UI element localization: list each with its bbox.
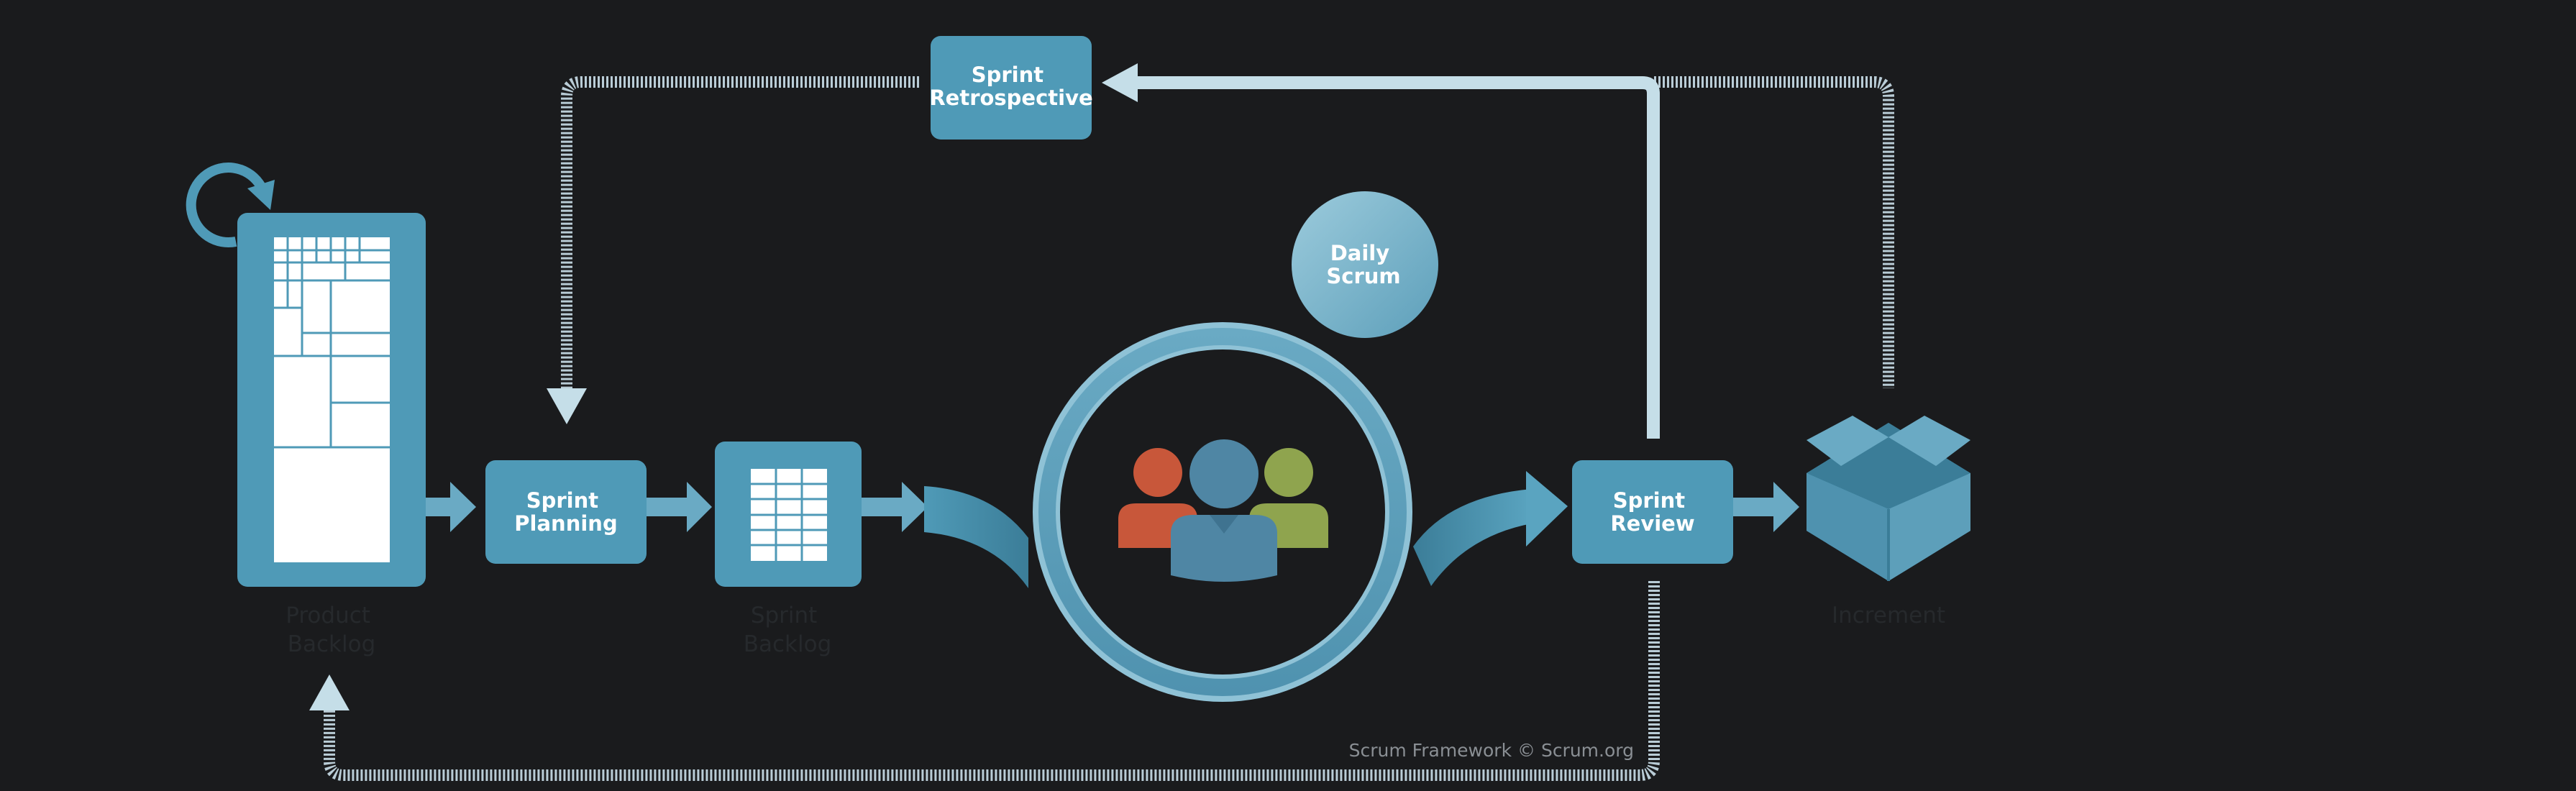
sprint-review-label-line2: Review (1610, 511, 1694, 536)
sprint-backlog-label-line2: Backlog (744, 631, 832, 657)
sprint-planning-box: Sprint Planning (485, 460, 647, 564)
sprint-backlog-to-sprint-arrow (862, 482, 928, 532)
sprint-review-box: Sprint Review (1572, 460, 1733, 564)
backlog-refinement-cycle-icon (186, 163, 275, 248)
planning-to-sprint-backlog-arrow (647, 482, 712, 532)
product-backlog-label-line1: Product (286, 603, 370, 628)
daily-scrum-label-line1: Daily (1330, 241, 1390, 265)
daily-scrum-label-line2: Scrum (1326, 264, 1400, 288)
copyright-credit: Scrum Framework © Scrum.org (1349, 740, 1634, 761)
svg-text:Sprint Planning: Sprint Planning (514, 488, 617, 536)
sprint-planning-label-line1: Sprint (526, 488, 599, 513)
sprint-backlog-icon (715, 442, 862, 587)
product-backlog-return-arrowhead (309, 675, 350, 710)
svg-text:Daily Scrum: Daily Scrum (1326, 241, 1400, 288)
sprint-planning-label-line2: Planning (514, 511, 617, 536)
increment-box-icon (1807, 416, 1970, 581)
sprint-retrospective-label-line1: Sprint (972, 63, 1044, 87)
sprint-retrospective-label-line2: Retrospective (929, 86, 1092, 110)
daily-scrum-circle: Daily Scrum (1292, 191, 1438, 338)
review-to-increment-arrow (1733, 482, 1799, 532)
svg-text:Sprint Review: Sprint Review (1610, 488, 1694, 536)
review-to-retrospective-arrow (1138, 76, 1660, 439)
planning-arrowhead (547, 388, 587, 424)
team-member-blue-icon (1171, 439, 1277, 582)
sprint-backlog-label-line1: Sprint (751, 603, 818, 628)
svg-text:Sprint Backlog: Sprint Backlog (744, 603, 832, 657)
retrospective-to-planning-dashed-line (561, 76, 919, 388)
retrospective-arrowhead (1102, 63, 1138, 102)
increment-label: Increment (1832, 603, 1945, 628)
product-backlog-icon (237, 213, 426, 587)
sprint-cycle-ring (1033, 322, 1412, 702)
sprint-retrospective-box: Sprint Retrospective (929, 36, 1093, 140)
product-backlog-label-line2: Backlog (288, 631, 376, 657)
review-to-backlog-dashed-line (324, 581, 1660, 781)
svg-text:Product Backlog: Product Backlog (286, 603, 378, 657)
sprint-outflow-arrow (1413, 471, 1568, 586)
sprint-inflow-curve (924, 486, 1028, 588)
scrum-team-icon (1118, 439, 1328, 582)
backlog-to-planning-arrow (426, 482, 476, 532)
sprint-review-label-line1: Sprint (1613, 488, 1686, 513)
svg-text:Sprint Retrospective: Sprint Retrospective (929, 63, 1092, 110)
increment-to-retrospective-dashed-line (1654, 76, 1894, 388)
